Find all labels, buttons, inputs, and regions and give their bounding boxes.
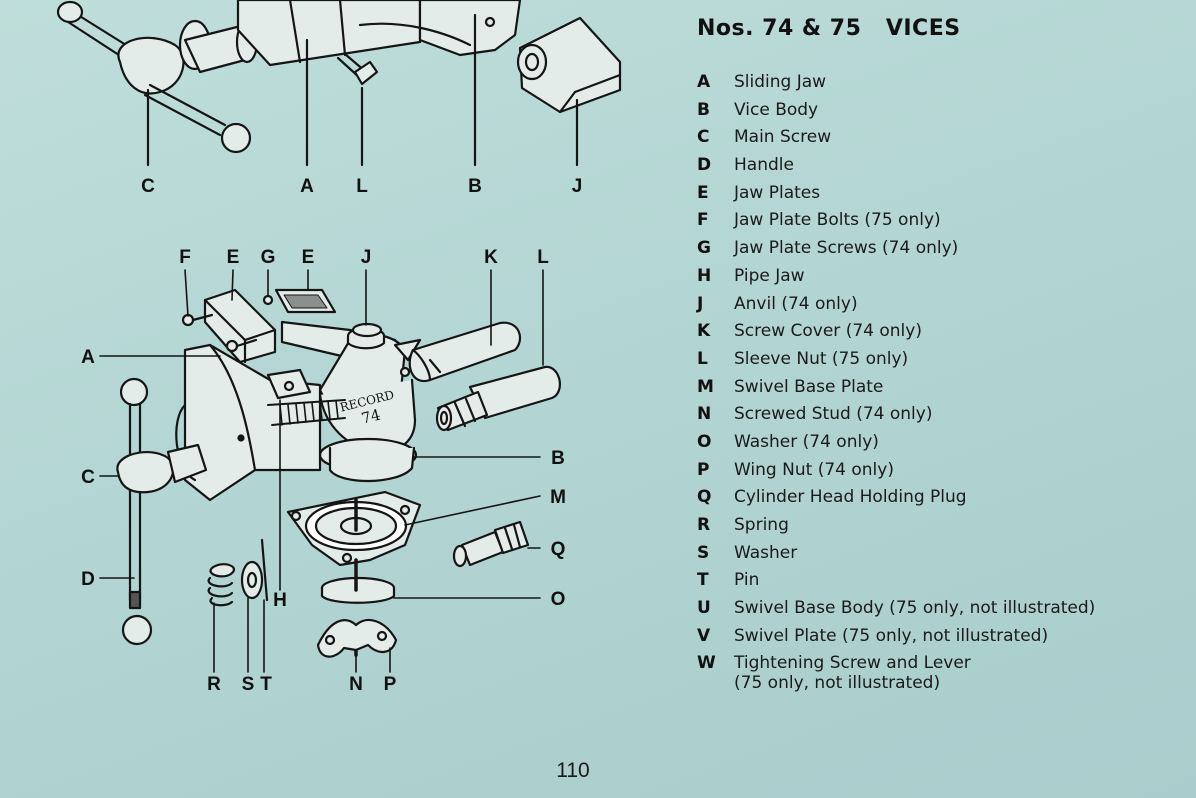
part-letter: Q bbox=[697, 487, 712, 508]
pipe-jaw-drawing bbox=[266, 368, 312, 400]
callout-e-left: E bbox=[227, 247, 240, 268]
washer-drawing bbox=[320, 576, 396, 604]
spring-washer-drawing bbox=[240, 560, 264, 600]
wing-nut-drawing bbox=[316, 618, 398, 658]
part-letter: T bbox=[697, 570, 709, 591]
page-number: 110 bbox=[556, 759, 590, 782]
part-letter: O bbox=[697, 431, 712, 452]
part-name: Swivel Plate (75 only, not illustrated) bbox=[734, 625, 1049, 646]
swivel-base-plate-drawing bbox=[286, 490, 422, 567]
callout-q: Q bbox=[551, 539, 566, 560]
part-letter: G bbox=[697, 238, 711, 259]
jaw-plate-left-drawing bbox=[181, 288, 277, 364]
callout-t: T bbox=[260, 674, 272, 695]
part-letter: N bbox=[697, 404, 712, 425]
part-name: Anvil (74 only) bbox=[734, 293, 858, 314]
part-name: Screw Cover (74 only) bbox=[734, 321, 922, 342]
spring-drawing bbox=[207, 563, 235, 607]
callout-n: N bbox=[349, 674, 363, 695]
vice-body-drawing bbox=[280, 320, 422, 483]
callout-top-b: B bbox=[468, 176, 482, 197]
main-screw-thread-drawing bbox=[267, 399, 346, 426]
part-letter: D bbox=[697, 155, 712, 176]
callout-top-l: L bbox=[356, 176, 368, 197]
handle-drawing bbox=[116, 377, 208, 646]
part-name: Pin bbox=[734, 570, 760, 591]
top-anvil-drawing bbox=[516, 16, 622, 114]
cylinder-head-plug-drawing bbox=[452, 520, 530, 568]
callout-r: R bbox=[207, 674, 221, 695]
part-name: Sleeve Nut (75 only) bbox=[734, 348, 909, 369]
part-name: Jaw Plate Screws (74 only) bbox=[734, 238, 959, 259]
part-name: Swivel Base Body (75 only, not illustrat… bbox=[734, 598, 1096, 619]
callout-o: O bbox=[551, 589, 566, 610]
part-letter: H bbox=[697, 265, 712, 286]
callout-b: B bbox=[551, 448, 565, 469]
callout-m: M bbox=[550, 487, 566, 508]
part-name: Spring bbox=[734, 515, 789, 535]
part-name: Tightening Screw and Lever (75 only, not… bbox=[734, 653, 971, 694]
page-title: Nos. 74 & 75 VICES bbox=[697, 16, 961, 41]
top-main-screw-drawing bbox=[56, 0, 259, 154]
callout-f: F bbox=[179, 247, 191, 268]
part-name: Screwed Stud (74 only) bbox=[734, 404, 933, 425]
part-name: Main Screw bbox=[734, 127, 832, 148]
callout-h: H bbox=[273, 590, 287, 611]
top-vice-body-drawing bbox=[236, 0, 522, 67]
callout-l: L bbox=[537, 247, 549, 268]
sleeve-nut-drawing bbox=[435, 365, 561, 432]
callout-top-j: J bbox=[572, 176, 583, 197]
part-letter: M bbox=[697, 376, 714, 397]
callout-d: D bbox=[81, 569, 95, 590]
callout-k: K bbox=[484, 247, 498, 268]
part-name: Wing Nut (74 only) bbox=[734, 459, 894, 480]
part-letter: B bbox=[697, 99, 710, 120]
part-name: Washer (74 only) bbox=[734, 431, 879, 452]
part-name: Sliding Jaw bbox=[734, 72, 827, 92]
part-letter: K bbox=[697, 321, 711, 342]
top-bolt-drawing bbox=[336, 52, 379, 86]
callout-top-a: A bbox=[300, 176, 314, 197]
callout-a: A bbox=[81, 347, 95, 368]
part-name: Vice Body bbox=[734, 99, 819, 120]
part-name: Pipe Jaw bbox=[734, 265, 805, 286]
callout-e-right: E bbox=[302, 247, 315, 268]
part-letter: E bbox=[697, 182, 709, 203]
part-letter: A bbox=[697, 72, 711, 92]
screw-cover-drawing bbox=[399, 321, 522, 383]
top-leader-lines bbox=[146, 13, 579, 167]
part-name: Swivel Base Plate bbox=[734, 376, 884, 397]
part-name: Jaw Plate Bolts (75 only) bbox=[734, 210, 941, 231]
part-letter: F bbox=[697, 210, 709, 231]
part-name: Jaw Plates bbox=[734, 182, 821, 203]
callout-s: S bbox=[242, 674, 255, 695]
exploded-leader-lines bbox=[99, 269, 544, 673]
part-letter: V bbox=[697, 625, 711, 646]
part-name: Cylinder Head Holding Plug bbox=[734, 487, 967, 508]
callout-c: C bbox=[81, 467, 95, 488]
callout-j: J bbox=[361, 247, 372, 268]
pin-drawing bbox=[260, 538, 269, 602]
vice-model-text: 74 bbox=[359, 406, 382, 428]
callout-p: P bbox=[384, 674, 397, 695]
part-letter: R bbox=[697, 515, 711, 535]
part-name: Washer bbox=[734, 542, 798, 563]
part-letter: C bbox=[697, 127, 710, 148]
part-letter: U bbox=[697, 598, 711, 619]
anvil-drawing bbox=[351, 322, 383, 338]
part-letter: S bbox=[697, 542, 710, 563]
callout-g: G bbox=[261, 247, 276, 268]
part-letter: J bbox=[697, 293, 704, 314]
part-letter: L bbox=[697, 348, 708, 369]
part-letter: P bbox=[697, 459, 710, 480]
part-name: Handle bbox=[734, 155, 794, 176]
jaw-plate-right-drawing bbox=[262, 288, 337, 314]
vice-exploded-diagram: C A L B J F E G E J K L A C D B M Q O R … bbox=[56, 0, 622, 695]
part-letter: W bbox=[697, 653, 716, 674]
callout-top-c: C bbox=[141, 176, 155, 197]
